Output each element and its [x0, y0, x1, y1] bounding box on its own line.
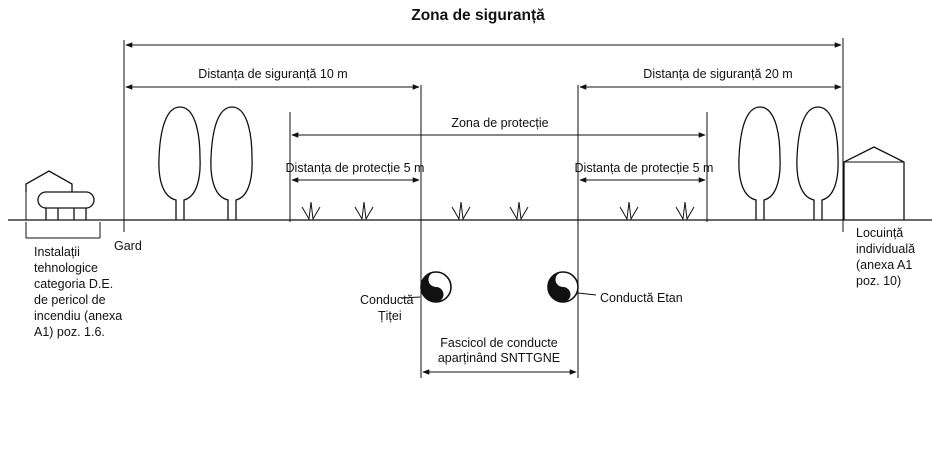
pipe-cross-section-icon [547, 271, 579, 303]
safety-distance-left-label: Distanța de siguranță 10 m [198, 67, 347, 81]
pipe-cross-section-icon [420, 271, 452, 303]
ethane-pipe-leader [577, 292, 597, 296]
deciduous-tree-icon [796, 106, 839, 220]
grass-tuft-icon [354, 201, 374, 221]
crude-pipe-label-line2: Țiței [378, 309, 402, 323]
protection-distance-left-label: Distanța de protecție 5 m [286, 161, 425, 175]
industrial-tank-icon [25, 170, 95, 220]
protection-distance-right-label: Distanța de protecție 5 m [575, 161, 714, 175]
grass-tuft-icon [675, 201, 695, 221]
diagram-title: Zona de siguranță [411, 7, 545, 24]
facility-label-line1: Instalații [34, 245, 80, 259]
house-label-line1: Locuință [856, 226, 903, 240]
facility-label-line4: de pericol de [34, 293, 106, 307]
grass-tuft-icon [619, 201, 639, 221]
crude-pipe-label-line1: Conductă [360, 293, 414, 307]
house-label-line4: poz. 10) [856, 274, 901, 288]
protection-zone-label: Zona de protecție [451, 116, 548, 130]
crude-pipe-leader [401, 296, 421, 299]
deciduous-tree-icon [158, 106, 201, 220]
deciduous-tree-icon [210, 106, 253, 220]
facility-label-line6: A1) poz. 1.6. [34, 325, 105, 339]
grass-tuft-icon [509, 201, 529, 221]
deciduous-tree-icon [738, 106, 781, 220]
house-label-line2: individuală [856, 242, 915, 256]
house-icon [843, 146, 905, 220]
grass-tuft-icon [451, 201, 471, 221]
fence-label: Gard [114, 239, 142, 253]
pipe-bundle-label-line1: Fascicol de conducte [440, 336, 557, 350]
pipe-bundle-label-line2: aparținând SNTTGNE [438, 351, 560, 365]
facility-label-line5: incendiu (anexa [34, 309, 122, 323]
ethane-pipe-label: Conductă Etan [600, 291, 683, 305]
facility-label-line3: categoria D.E. [34, 277, 113, 291]
safety-distance-right-label: Distanța de siguranță 20 m [643, 67, 792, 81]
grass-tuft-icon [301, 201, 321, 221]
facility-label-line2: tehnologice [34, 261, 98, 275]
house-label-line3: (anexa A1 [856, 258, 912, 272]
